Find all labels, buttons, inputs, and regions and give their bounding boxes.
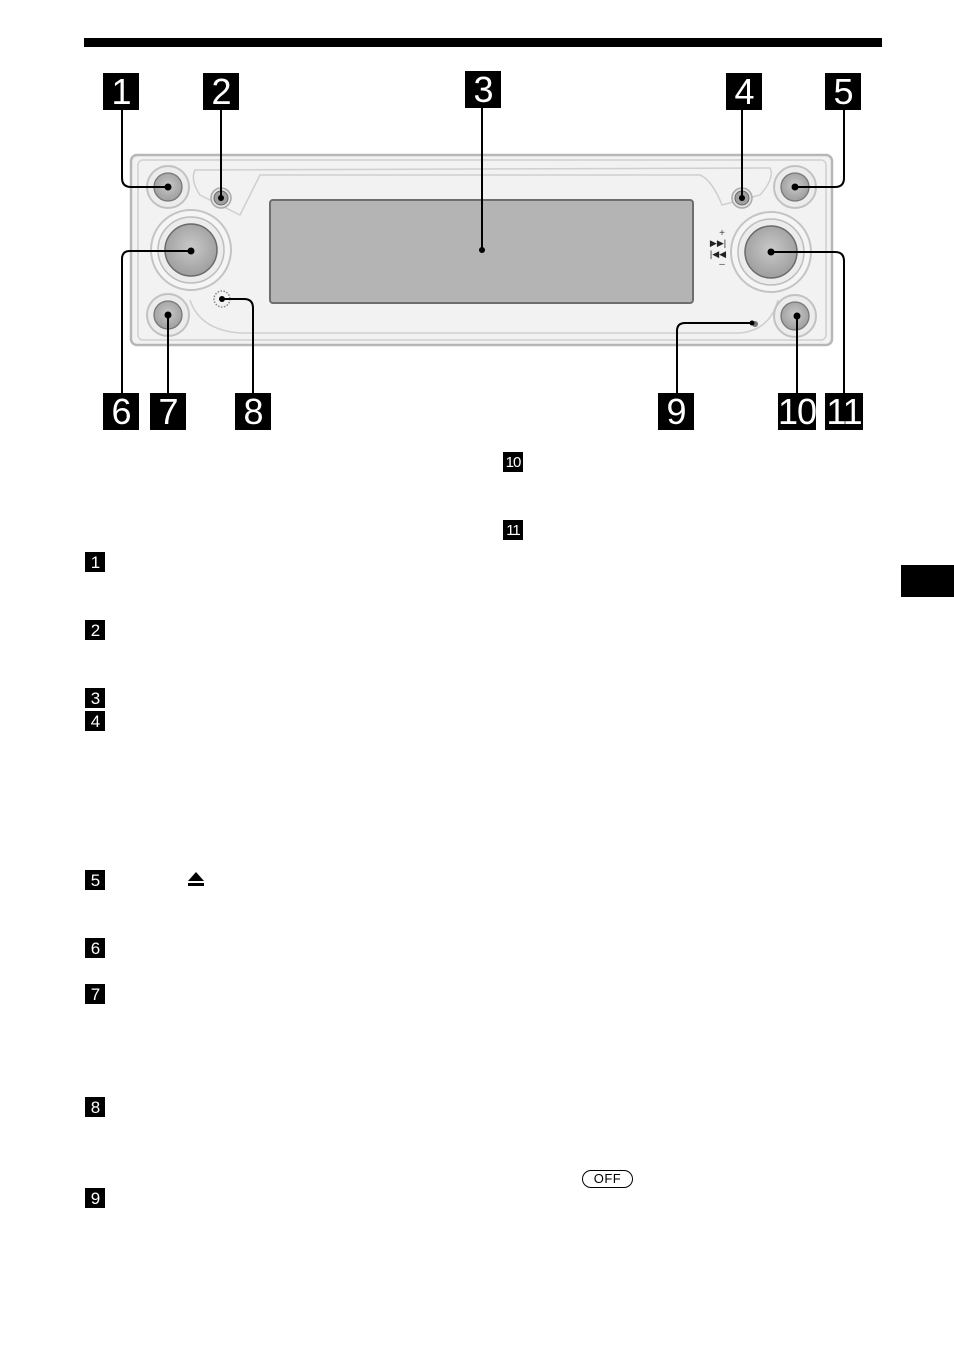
callout-7: 7	[150, 393, 186, 430]
leader-dots	[164, 183, 801, 326]
eject-icon	[188, 872, 204, 886]
callout-8: 8	[235, 393, 271, 430]
seek-plus-label: +	[719, 228, 725, 239]
legend-marker-1: 1	[85, 552, 105, 572]
callout-5: 5	[825, 73, 861, 110]
legend-marker-8: 8	[85, 1097, 105, 1117]
legend-marker-9: 9	[85, 1188, 105, 1208]
legend-marker-3: 3	[85, 688, 105, 708]
legend-marker-10: 10	[503, 452, 523, 472]
legend-marker-4: 4	[85, 711, 105, 731]
callout-10: 10	[777, 390, 817, 432]
callout-6: 6	[103, 393, 139, 430]
seek-next-label: ▶▶|	[710, 238, 726, 248]
front-panel-diagram: + ▶▶| |◀◀ –	[121, 108, 845, 398]
callout-4: 4	[726, 73, 762, 110]
callout-2: 2	[203, 73, 239, 110]
top-rule	[84, 38, 882, 47]
off-key-label: OFF	[582, 1170, 633, 1188]
seek-minus-label: –	[719, 259, 725, 270]
callout-1: 1	[103, 73, 139, 110]
callout-9: 9	[658, 393, 694, 430]
callout-3: 3	[465, 71, 501, 108]
leader-lines	[121, 108, 845, 398]
legend-marker-7: 7	[85, 984, 105, 1004]
legend-marker-6: 6	[85, 938, 105, 958]
section-side-tab	[901, 565, 954, 597]
button-icon	[773, 165, 817, 209]
callout-11: 11	[825, 390, 863, 432]
legend-marker-11: 11	[503, 520, 523, 540]
legend-marker-2: 2	[85, 620, 105, 640]
seek-prev-label: |◀◀	[710, 249, 726, 259]
legend-marker-5: 5	[85, 870, 105, 890]
